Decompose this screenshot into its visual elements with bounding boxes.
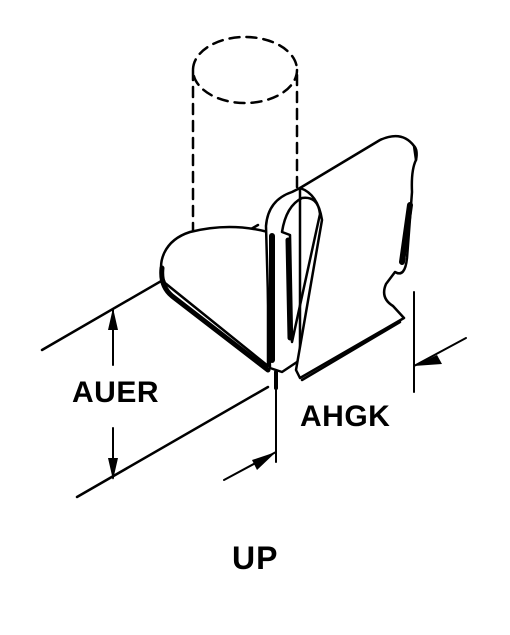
dimension-left: [108, 308, 118, 480]
clip-right-leaf-curl: [412, 144, 418, 162]
orientation-label: UP: [232, 540, 279, 576]
dim-left-arrow-down: [108, 458, 118, 480]
dimension-label-right: AHGK: [300, 400, 391, 433]
clip-body: [159, 134, 418, 390]
flange-thickness: [159, 265, 271, 373]
dim-right-arrow-left: [252, 452, 276, 470]
panel-bottom-edge-left: [75, 385, 270, 499]
dim-left-arrow-up: [108, 308, 118, 330]
clip-right-leaf-shadow: [399, 202, 413, 265]
clip-right-leaf: [294, 134, 418, 380]
panel-front-edge-right: [300, 320, 402, 382]
stud-top: [191, 35, 299, 105]
clip-inner-fold-shadow: [285, 237, 293, 341]
dimension-right: [223, 291, 467, 481]
dimension-label-left: AUER: [72, 376, 160, 409]
dim-right-arrow-right: [414, 355, 442, 366]
dim-right-leader-right: [413, 337, 467, 367]
clip-base-flange: [159, 225, 270, 368]
